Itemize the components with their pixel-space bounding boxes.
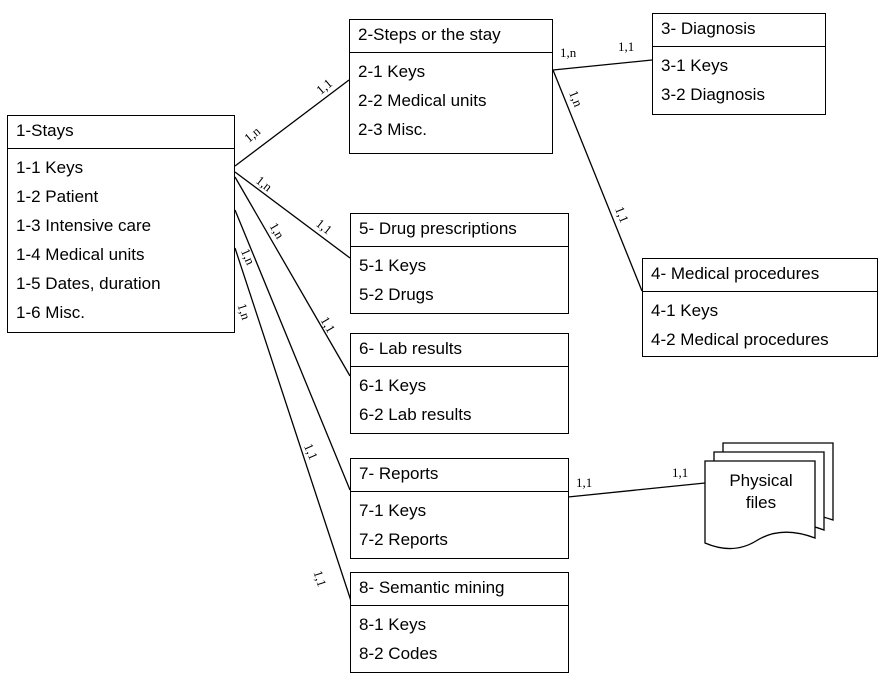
- attribute: 1-1 Keys: [16, 158, 84, 177]
- attribute: 6-1 Keys: [359, 376, 427, 395]
- cardinality-label: 1,1: [618, 39, 635, 54]
- attribute: 4-1 Keys: [651, 301, 719, 320]
- attribute: 3-2 Diagnosis: [661, 85, 765, 104]
- entity-title: 6- Lab results: [351, 334, 568, 367]
- entity-stays: 1-Stays 1-1 Keys 1-2 Patient 1-3 Intensi…: [7, 115, 235, 333]
- physical-files-line2: files: [745, 493, 777, 512]
- link-stays-semantic: [234, 247, 353, 605]
- cardinality-label: 1,1: [672, 465, 689, 480]
- link-reports-files: [567, 482, 706, 498]
- attribute: 2-3 Misc.: [358, 120, 427, 139]
- attribute: 2-1 Keys: [358, 62, 426, 81]
- entity-drug-prescriptions: 5- Drug prescriptions 5-1 Keys 5-2 Drugs: [350, 213, 569, 314]
- physical-files-label: Physical files: [713, 470, 809, 514]
- link-stays-lab: [234, 176, 351, 377]
- cardinality-label: 1,1: [576, 475, 593, 490]
- entity-title: 2-Steps or the stay: [350, 20, 552, 53]
- link-stays-drugs: [234, 171, 351, 259]
- attribute: 5-2 Drugs: [359, 285, 434, 304]
- attribute: 1-4 Medical units: [16, 245, 145, 264]
- entity-semantic-mining: 8- Semantic mining 8-1 Keys 8-2 Codes: [350, 572, 569, 673]
- link-stays-reports: [234, 209, 351, 491]
- attribute: 4-2 Medical procedures: [651, 330, 829, 349]
- link-stays-steps: [234, 79, 350, 167]
- attribute: 3-1 Keys: [661, 56, 729, 75]
- attribute: 1-2 Patient: [16, 187, 99, 206]
- link-steps-procedures: [552, 69, 643, 292]
- physical-files-line1: Physical: [729, 471, 793, 490]
- entity-steps: 2-Steps or the stay 2-1 Keys 2-2 Medical…: [349, 19, 553, 154]
- entity-medical-procedures: 4- Medical procedures 4-1 Keys 4-2 Medic…: [642, 258, 878, 357]
- entity-reports: 7- Reports 7-1 Keys 7-2 Reports: [350, 458, 569, 559]
- entity-title: 5- Drug prescriptions: [351, 214, 568, 247]
- attribute: 8-1 Keys: [359, 615, 427, 634]
- entity-title: 1-Stays: [8, 116, 234, 149]
- link-steps-diagnosis: [552, 59, 653, 71]
- cardinality-label: 1,n: [560, 45, 577, 60]
- attribute: 7-2 Reports: [359, 530, 448, 549]
- entity-title: 3- Diagnosis: [653, 14, 825, 47]
- entity-title: 7- Reports: [351, 459, 568, 492]
- entity-lab-results: 6- Lab results 6-1 Keys 6-2 Lab results: [350, 333, 569, 434]
- attribute: 7-1 Keys: [359, 501, 427, 520]
- attribute: 6-2 Lab results: [359, 405, 472, 424]
- attribute: 1-3 Intensive care: [16, 216, 152, 235]
- entity-title: 8- Semantic mining: [351, 573, 568, 606]
- attribute: 8-2 Codes: [359, 644, 438, 663]
- attribute: 1-6 Misc.: [16, 303, 85, 322]
- attribute: 2-2 Medical units: [358, 91, 487, 110]
- physical-files-icon: [704, 442, 834, 550]
- entity-title: 4- Medical procedures: [643, 259, 877, 292]
- attribute: 5-1 Keys: [359, 256, 427, 275]
- attribute: 1-5 Dates, duration: [16, 274, 161, 293]
- entity-diagnosis: 3- Diagnosis 3-1 Keys 3-2 Diagnosis: [652, 13, 826, 115]
